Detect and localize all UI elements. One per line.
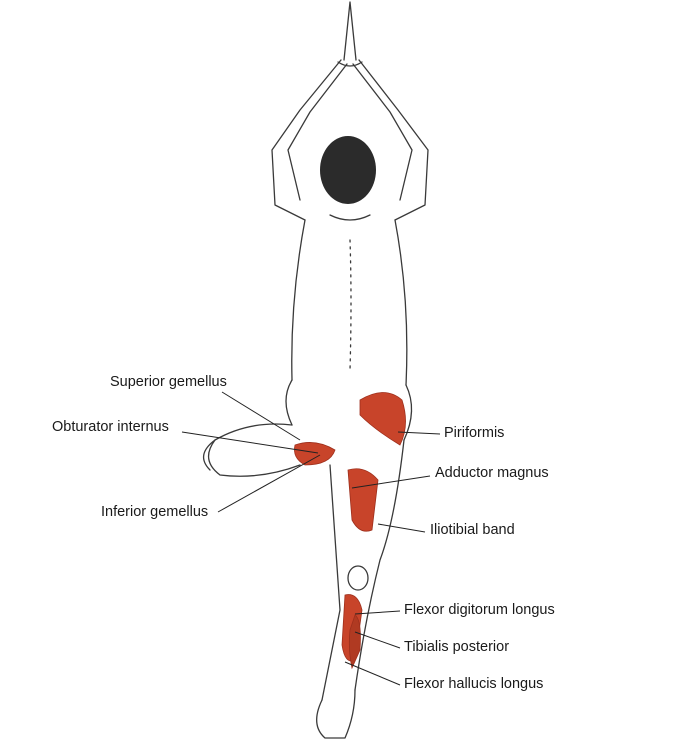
leader-flexor-hallucis-longus [344,661,401,686]
piriformis-muscle [359,392,406,446]
label-obturator-internus: Obturator internus [52,419,169,435]
obturator-internus-muscle [294,442,336,466]
label-inferior-gemellus: Inferior gemellus [101,504,209,520]
label-flexor-digitorum-longus: Flexor digitorum longus [404,602,555,618]
tibialis-posterior-muscle [348,614,361,670]
leader-iliotibial-band [377,523,426,533]
adductor-magnus-muscle [347,468,379,532]
leader-lines [181,391,441,686]
label-superior-gemellus: Superior gemellus [110,374,227,390]
label-piriformis: Piriformis [444,425,505,441]
body-outline [203,1,429,739]
leader-adductor-magnus [351,475,431,489]
leader-obturator-internus [181,431,319,454]
leader-piriformis [397,431,441,435]
leader-inferior-gemellus [217,454,321,513]
muscles [294,392,406,670]
leader-tibialis-posterior [354,631,401,649]
leader-superior-gemellus [221,391,301,441]
leader-flexor-digitorum-longus [354,610,401,615]
label-iliotibial-band: Iliotibial band [430,522,515,538]
label-tibialis-posterior: Tibialis posterior [404,639,510,655]
head [320,136,376,204]
label-adductor-magnus: Adductor magnus [435,465,549,481]
label-flexor-hallucis-longus: Flexor hallucis longus [404,676,544,692]
